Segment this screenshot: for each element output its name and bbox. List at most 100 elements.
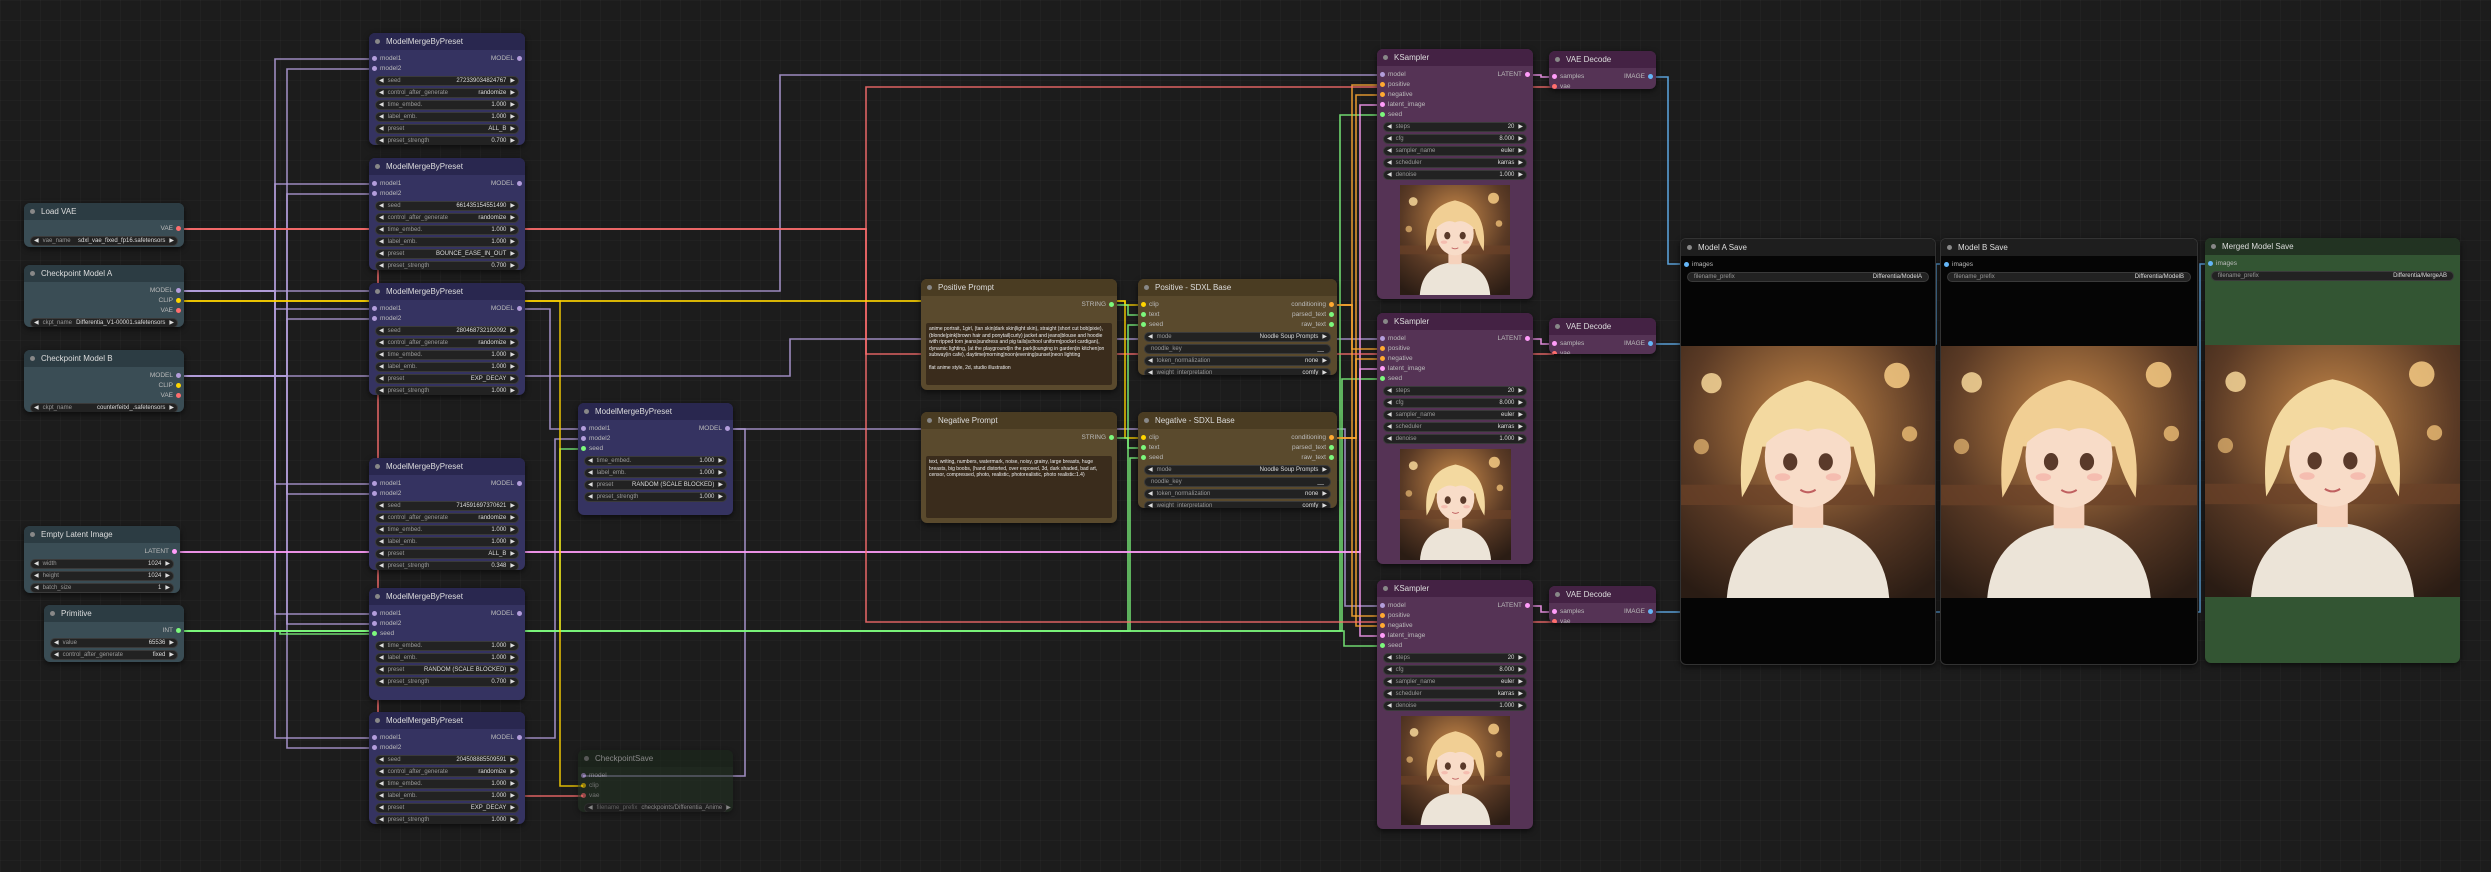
input-slot-clip[interactable]: clip — [578, 781, 599, 791]
arrow-left-icon[interactable]: ◀ — [1387, 124, 1392, 130]
model-socket-icon[interactable] — [1380, 335, 1385, 341]
arrow-left-icon[interactable]: ◀ — [1148, 370, 1153, 375]
string-socket-icon[interactable] — [1329, 311, 1334, 317]
widget-noodle-key[interactable]: noodle_key__ — [1144, 477, 1331, 487]
collapse-dot-icon[interactable] — [375, 289, 380, 294]
arrow-left-icon[interactable]: ◀ — [1387, 160, 1392, 166]
widget-time-embed[interactable]: ◀time_embed.1.000▶ — [375, 100, 519, 110]
model-socket-icon[interactable] — [725, 425, 730, 431]
widget-time-embed[interactable]: ◀time_embed.1.000▶ — [375, 641, 519, 651]
output-slot-model[interactable]: MODEL — [150, 286, 184, 296]
input-slot-model[interactable]: model — [1377, 70, 1406, 80]
arrow-left-icon[interactable]: ◀ — [379, 667, 384, 673]
arrow-right-icon[interactable]: ▶ — [1518, 148, 1523, 154]
input-slot-positive[interactable]: positive — [1377, 344, 1410, 354]
arrow-left-icon[interactable]: ◀ — [379, 364, 384, 370]
arrow-left-icon[interactable]: ◀ — [379, 781, 384, 787]
arrow-right-icon[interactable]: ▶ — [165, 561, 170, 567]
input-slot-clip[interactable]: clip — [1138, 300, 1159, 310]
node-header[interactable]: Checkpoint Model B — [24, 350, 184, 367]
arrow-right-icon[interactable]: ▶ — [1518, 655, 1523, 661]
input-slot-text[interactable]: text — [1138, 443, 1159, 453]
arrow-left-icon[interactable]: ◀ — [379, 227, 384, 233]
string-socket-icon[interactable] — [1141, 311, 1146, 317]
arrow-right-icon[interactable]: ▶ — [718, 494, 723, 500]
arrow-right-icon[interactable]: ▶ — [165, 585, 170, 591]
collapse-dot-icon[interactable] — [375, 594, 380, 599]
arrow-right-icon[interactable]: ▶ — [1322, 370, 1327, 375]
vae-socket-icon[interactable] — [176, 225, 181, 231]
input-slot-model1[interactable]: model1 — [369, 609, 401, 619]
arrow-right-icon[interactable]: ▶ — [510, 515, 515, 521]
clip-socket-icon[interactable] — [176, 297, 181, 303]
input-slot-positive[interactable]: positive — [1377, 80, 1410, 90]
arrow-right-icon[interactable]: ▶ — [510, 769, 515, 775]
conditioning-socket-icon[interactable] — [1329, 301, 1334, 307]
model-socket-icon[interactable] — [372, 305, 377, 311]
arrow-right-icon[interactable]: ▶ — [510, 781, 515, 787]
input-slot-latent-image[interactable]: latent_image — [1377, 100, 1425, 110]
arrow-left-icon[interactable]: ◀ — [379, 126, 384, 132]
prompt-textarea[interactable]: anime portrait, 1girl, (tan skin|dark sk… — [926, 323, 1112, 385]
arrow-right-icon[interactable]: ▶ — [169, 405, 174, 411]
arrow-right-icon[interactable]: ▶ — [1518, 424, 1523, 430]
input-slot-latent-image[interactable]: latent_image — [1377, 364, 1425, 374]
latent-socket-icon[interactable] — [1380, 365, 1385, 371]
arrow-left-icon[interactable]: ◀ — [379, 817, 384, 823]
image-socket-icon[interactable] — [1648, 608, 1653, 614]
arrow-left-icon[interactable]: ◀ — [1387, 655, 1392, 661]
model-socket-icon[interactable] — [176, 287, 181, 293]
model-socket-icon[interactable] — [372, 490, 377, 496]
input-slot-model2[interactable]: model2 — [369, 619, 401, 629]
image-socket-icon[interactable] — [1684, 261, 1689, 267]
string-socket-icon[interactable] — [1109, 434, 1114, 440]
arrow-right-icon[interactable]: ▶ — [1518, 412, 1523, 418]
input-slot-model1[interactable]: model1 — [369, 304, 401, 314]
int-socket-icon[interactable] — [176, 627, 181, 633]
arrow-right-icon[interactable]: ▶ — [718, 458, 723, 464]
image-socket-icon[interactable] — [1648, 340, 1653, 346]
int-socket-icon[interactable] — [1141, 321, 1146, 327]
output-slot-latent[interactable]: LATENT — [1498, 70, 1533, 80]
arrow-right-icon[interactable]: ▶ — [510, 527, 515, 533]
arrow-right-icon[interactable]: ▶ — [510, 364, 515, 370]
arrow-right-icon[interactable]: ▶ — [510, 817, 515, 823]
arrow-right-icon[interactable]: ▶ — [1518, 124, 1523, 130]
collapse-dot-icon[interactable] — [1383, 319, 1388, 324]
model-socket-icon[interactable] — [517, 610, 522, 616]
arrow-right-icon[interactable]: ▶ — [510, 126, 515, 132]
arrow-left-icon[interactable]: ◀ — [1387, 424, 1392, 430]
node-header[interactable]: ModelMergeByPreset — [369, 33, 525, 50]
conditioning-socket-icon[interactable] — [1380, 355, 1385, 361]
string-socket-icon[interactable] — [1141, 444, 1146, 450]
arrow-right-icon[interactable]: ▶ — [510, 239, 515, 245]
node-header[interactable]: Positive Prompt — [921, 279, 1117, 296]
arrow-left-icon[interactable]: ◀ — [1387, 148, 1392, 154]
input-slot-latent-image[interactable]: latent_image — [1377, 631, 1425, 641]
arrow-right-icon[interactable]: ▶ — [1518, 436, 1523, 442]
input-slot-images[interactable]: images — [2205, 259, 2237, 269]
input-slot-seed[interactable]: seed — [369, 629, 394, 639]
output-slot-model[interactable]: MODEL — [150, 371, 184, 381]
arrow-right-icon[interactable]: ▶ — [165, 573, 170, 579]
output-slot-string[interactable]: STRING — [1081, 300, 1117, 310]
arrow-left-icon[interactable]: ◀ — [379, 503, 384, 509]
output-slot-image[interactable]: IMAGE — [1624, 339, 1656, 349]
arrow-left-icon[interactable]: ◀ — [1387, 667, 1392, 673]
